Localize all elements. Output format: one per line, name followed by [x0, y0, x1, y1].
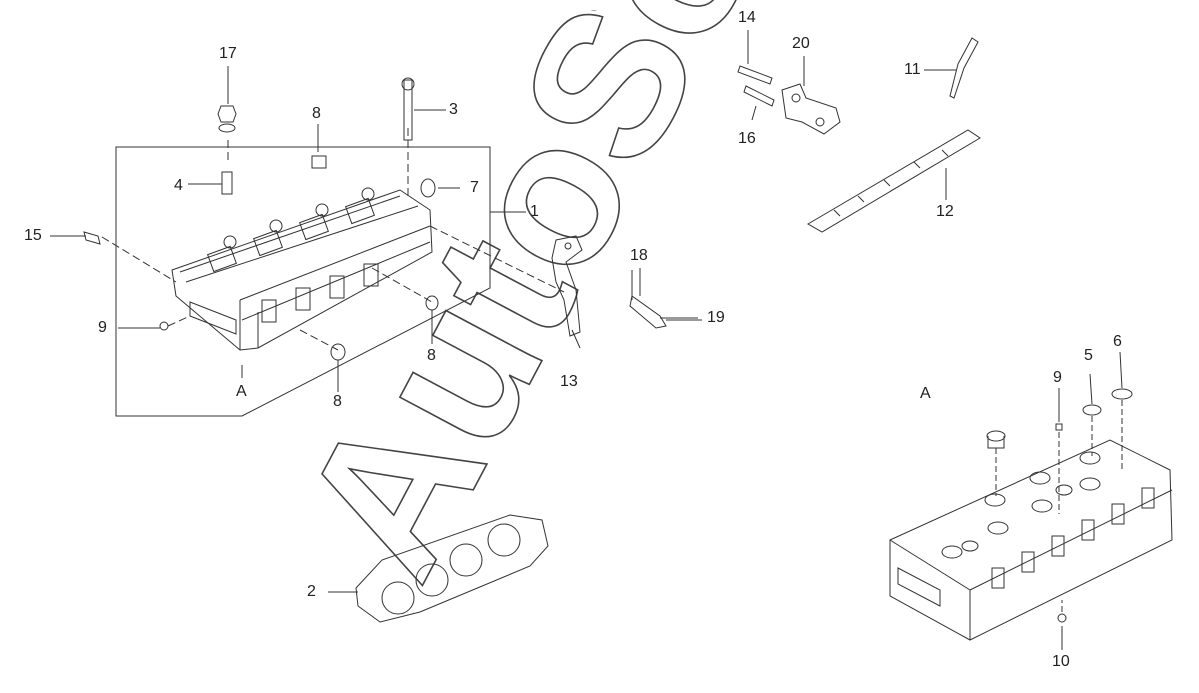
glow-plug-11: [949, 37, 979, 99]
cylinder-head: [171, 189, 433, 351]
part-label-12: 12: [936, 203, 954, 220]
bracket-and-sensor: [551, 235, 698, 337]
part-label-3: 3: [449, 101, 458, 118]
part-label-7: 7: [470, 179, 479, 196]
part-label-20: 20: [792, 35, 810, 52]
head-gasket: [328, 514, 549, 623]
stud-bolt: [403, 79, 413, 141]
part-label-17: 17: [219, 45, 237, 62]
bolt-16: [743, 85, 775, 107]
part-label-9-left: 9: [98, 319, 107, 336]
view-marker-a: A: [236, 383, 247, 400]
part-label-5: 5: [1084, 347, 1093, 364]
part-label-13: 13: [560, 373, 578, 390]
part-label-1: 1: [530, 203, 539, 220]
detail-view-a: [889, 351, 1173, 650]
part-label-8-top: 8: [312, 105, 321, 122]
part-label-8-bottom: 8: [333, 393, 342, 410]
assembly-frame: [115, 146, 491, 417]
watermark: AutoSoft: [256, 0, 866, 611]
part-label-10: 10: [1052, 653, 1070, 670]
bracket: [551, 235, 583, 337]
faint-mark: ~: [591, 6, 597, 17]
part-label-15: 15: [24, 227, 42, 244]
part-label-8-right: 8: [427, 347, 436, 364]
sensor: [629, 295, 667, 329]
bracket-20: [781, 83, 841, 135]
part-label-2: 2: [307, 583, 316, 600]
part-label-19: 19: [707, 309, 725, 326]
part-label-6: 6: [1113, 333, 1122, 350]
part-label-18: 18: [630, 247, 648, 264]
leader-dashed: [101, 128, 565, 351]
part-label-9-right: 9: [1053, 369, 1062, 386]
watermark-text: AutoSoft: [257, 0, 865, 611]
part-label-14: 14: [738, 9, 756, 26]
upper-right-parts: [737, 30, 981, 233]
cylinder-head-assembly: [83, 77, 565, 417]
bolt-14: [737, 65, 773, 85]
part-label-16: 16: [738, 130, 756, 147]
part-label-4: 4: [174, 177, 183, 194]
gasket-12: [807, 129, 981, 233]
detail-title-a: A: [920, 385, 931, 402]
part-label-11: 11: [904, 61, 921, 78]
leader-lines: [50, 66, 702, 392]
